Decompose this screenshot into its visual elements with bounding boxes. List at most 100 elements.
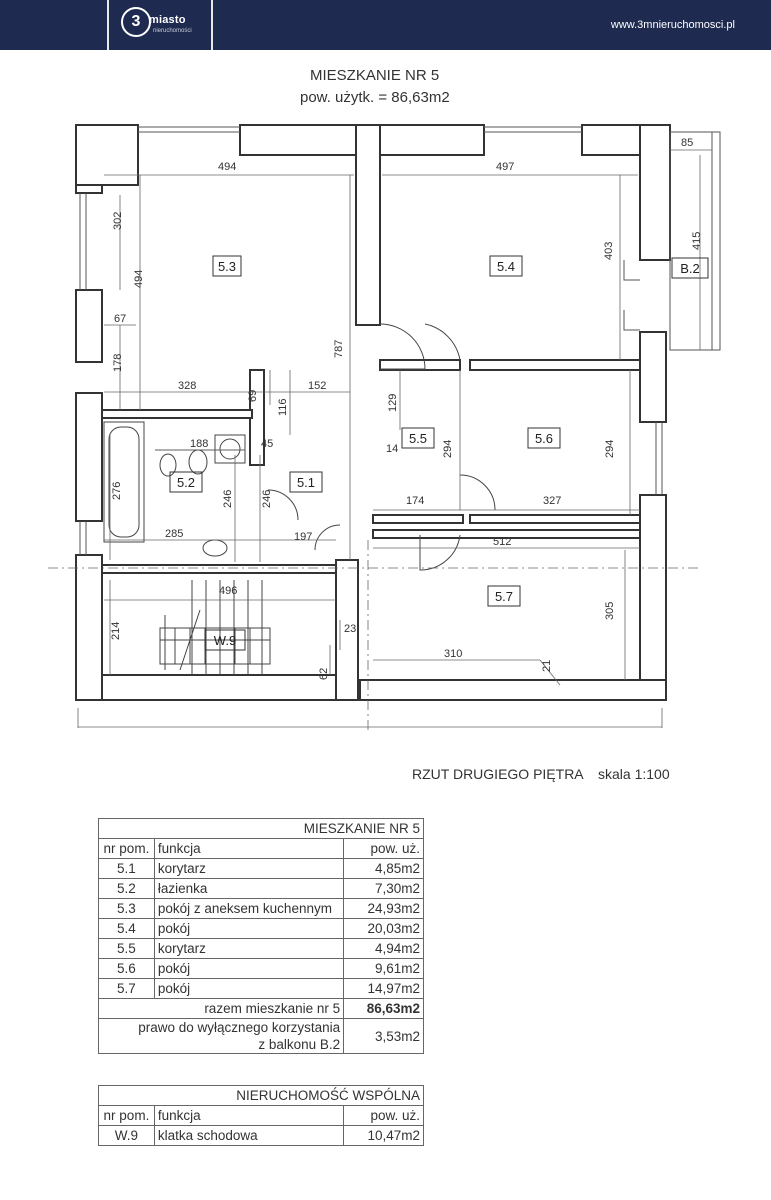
dim-label: 152 bbox=[308, 380, 326, 392]
table-header-row: nr pom. funkcja pow. uż. bbox=[98, 838, 424, 859]
room-number-cell: 5.4 bbox=[98, 918, 155, 939]
table-row: W.9 klatka schodowa 10,47m2 bbox=[98, 1125, 424, 1146]
balcony-row: prawo do wyłącznego korzystania z balkon… bbox=[97, 1018, 424, 1054]
dim-label: 214 bbox=[110, 622, 122, 640]
column-header: funkcja bbox=[153, 838, 345, 859]
room-area-cell: 9,61m2 bbox=[343, 958, 424, 979]
room-number-cell: 5.7 bbox=[98, 978, 155, 999]
plan-room-labels: 5.3 5.4 5.2 5.1 5.5 5.6 5.7 W.9 B.2 bbox=[169, 255, 709, 651]
table-row: 5.6 pokój 9,61m2 bbox=[98, 958, 424, 979]
room-number-cell: 5.1 bbox=[98, 858, 155, 879]
dim-label: 512 bbox=[493, 536, 511, 548]
room-function-cell: łazienka bbox=[153, 878, 345, 899]
dim-label: 305 bbox=[604, 602, 616, 620]
room-area-cell: 10,47m2 bbox=[343, 1125, 424, 1146]
drawing-caption: RZUT DRUGIEGO PIĘTRA bbox=[412, 766, 584, 782]
drawing-scale: skala 1:100 bbox=[598, 766, 670, 782]
dim-label: 69 bbox=[247, 390, 259, 402]
room-area-cell: 4,94m2 bbox=[343, 938, 424, 959]
dim-label: 23 bbox=[344, 623, 356, 635]
balcony-value: 3,53m2 bbox=[343, 1018, 424, 1054]
dim-label: 62 bbox=[318, 668, 330, 680]
room-number-cell: W.9 bbox=[98, 1125, 155, 1146]
dim-label: 188 bbox=[190, 438, 208, 450]
dim-label: 116 bbox=[277, 398, 289, 416]
column-header: pow. uż. bbox=[343, 1105, 424, 1126]
dim-label: 494 bbox=[218, 161, 236, 173]
room-number-cell: 5.2 bbox=[98, 878, 155, 899]
total-value: 86,63m2 bbox=[343, 998, 424, 1019]
room-label-5-1: 5.1 bbox=[297, 475, 315, 490]
room-area-cell: 4,85m2 bbox=[343, 858, 424, 879]
dim-label: 21 bbox=[541, 660, 553, 672]
room-area-cell: 14,97m2 bbox=[343, 978, 424, 999]
room-area-cell: 20,03m2 bbox=[343, 918, 424, 939]
column-header: nr pom. bbox=[98, 1105, 155, 1126]
dim-label: 174 bbox=[406, 495, 424, 507]
plan-windows bbox=[79, 126, 721, 555]
room-function-cell: klatka schodowa bbox=[153, 1125, 345, 1146]
dim-label: 328 bbox=[178, 380, 196, 392]
table-row: 5.7 pokój 14,97m2 bbox=[98, 978, 424, 999]
column-header: nr pom. bbox=[98, 838, 155, 859]
room-function-cell: korytarz bbox=[153, 938, 345, 959]
balcony-label-line-2: z balkonu B.2 bbox=[258, 1037, 341, 1052]
logo-wordmark: miasto bbox=[149, 14, 186, 26]
room-number-cell: 5.6 bbox=[98, 958, 155, 979]
logo-subtitle: nieruchomości bbox=[153, 28, 192, 34]
room-label-5-2: 5.2 bbox=[177, 475, 195, 490]
room-area-cell: 24,93m2 bbox=[343, 898, 424, 919]
room-function-cell: pokój bbox=[153, 958, 345, 979]
room-label-5-3: 5.3 bbox=[218, 259, 236, 274]
dim-label: 285 bbox=[165, 528, 183, 540]
room-function-cell: korytarz bbox=[153, 858, 345, 879]
room-label-b-2: B.2 bbox=[680, 261, 700, 276]
dim-label: 787 bbox=[333, 340, 345, 358]
dim-label: 294 bbox=[604, 440, 616, 458]
room-number-cell: 5.3 bbox=[98, 898, 155, 919]
column-header: funkcja bbox=[153, 1105, 345, 1126]
room-function-cell: pokój bbox=[153, 918, 345, 939]
room-number-cell: 5.5 bbox=[98, 938, 155, 959]
dim-label: 129 bbox=[387, 394, 399, 412]
balcony-label-line-1: prawo do wyłącznego korzystania bbox=[138, 1020, 341, 1035]
plan-dimension-lines bbox=[48, 149, 712, 730]
table-row: 5.1 korytarz 4,85m2 bbox=[98, 858, 424, 879]
apartment-area-table: MIESZKANIE NR 5 nr pom. funkcja pow. uż.… bbox=[97, 818, 424, 1054]
balcony-label: prawo do wyłącznego korzystania z balkon… bbox=[97, 1018, 345, 1054]
dim-label: 246 bbox=[261, 490, 273, 508]
dim-label: 496 bbox=[219, 585, 237, 597]
common-area-table: NIERUCHOMOŚĆ WSPÓLNA nr pom. funkcja pow… bbox=[98, 1085, 424, 1146]
plan-title: MIESZKANIE NR 5 bbox=[310, 67, 440, 84]
room-label-5-7: 5.7 bbox=[495, 589, 513, 604]
plan-walls bbox=[75, 124, 671, 701]
table-row: 5.2 łazienka 7,30m2 bbox=[98, 878, 424, 899]
plan-dimension-values: 494 497 85 302 494 67 178 328 69 116 152… bbox=[110, 137, 703, 680]
apartment-table-title: MIESZKANIE NR 5 bbox=[98, 818, 424, 839]
room-label-5-4: 5.4 bbox=[497, 259, 515, 274]
room-function-cell: pokój bbox=[153, 978, 345, 999]
dim-label: 246 bbox=[222, 490, 234, 508]
dim-label: 67 bbox=[114, 313, 126, 325]
common-table-title: NIERUCHOMOŚĆ WSPÓLNA bbox=[98, 1085, 424, 1106]
dim-label: 497 bbox=[496, 161, 514, 173]
site-url-link[interactable]: www.3mnieruchomosci.pl bbox=[610, 19, 735, 31]
dim-label: 403 bbox=[603, 242, 615, 260]
dim-label: 494 bbox=[133, 270, 145, 288]
dim-label: 178 bbox=[112, 354, 124, 372]
table-row: 5.4 pokój 20,03m2 bbox=[98, 918, 424, 939]
room-function-cell: pokój z aneksem kuchennym bbox=[153, 898, 345, 919]
dim-label: 276 bbox=[111, 482, 123, 500]
dim-label: 294 bbox=[442, 440, 454, 458]
dim-label: 310 bbox=[444, 648, 462, 660]
table-row: 5.5 korytarz 4,94m2 bbox=[98, 938, 424, 959]
dim-label: 45 bbox=[261, 438, 273, 450]
company-logo[interactable]: 3 miasto nieruchomości bbox=[107, 0, 213, 50]
dim-label: 415 bbox=[691, 232, 703, 250]
total-label: razem mieszkanie nr 5 bbox=[97, 998, 345, 1019]
table-header-row: nr pom. funkcja pow. uż. bbox=[98, 1105, 424, 1126]
dim-label: 197 bbox=[294, 531, 312, 543]
plan-subtitle: pow. użytk. = 86,63m2 bbox=[300, 89, 450, 106]
total-row: razem mieszkanie nr 5 86,63m2 bbox=[97, 998, 424, 1019]
dim-label: 85 bbox=[681, 137, 693, 149]
